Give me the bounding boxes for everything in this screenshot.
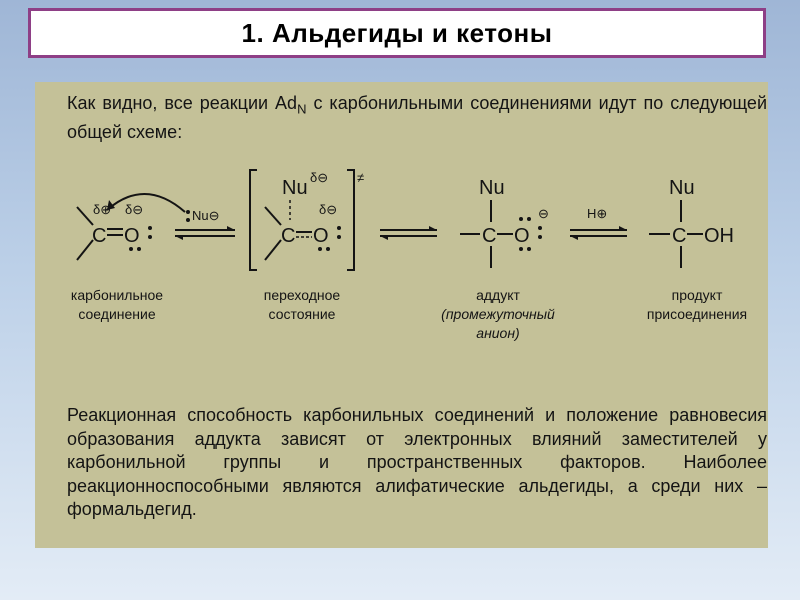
transition-mark: ≠ bbox=[357, 170, 364, 185]
adduct-oxygen: O bbox=[514, 225, 530, 247]
intro-paragraph: Как видно, все реакции AdN с карбонильны… bbox=[67, 92, 767, 145]
caption-adduct-1: аддукт bbox=[476, 287, 520, 303]
reaction-scheme: C O δ⊕ δ⊖ Nu⊖ ≠ Nu δ⊖ bbox=[71, 169, 747, 341]
ts-carbon: C bbox=[281, 225, 295, 247]
content-panel: Как видно, все реакции AdN с карбонильны… bbox=[35, 82, 768, 548]
caption-adduct-3: анион) bbox=[476, 325, 519, 341]
caption-product-2: присоединения bbox=[647, 306, 747, 322]
equilibrium-arrow-1 bbox=[175, 226, 235, 240]
title-box: 1. Альдегиды и кетоны bbox=[28, 8, 766, 58]
adduct-charge: ⊖ bbox=[538, 206, 549, 221]
product-carbon: C bbox=[672, 225, 686, 247]
product-hydroxyl: OH bbox=[704, 225, 734, 247]
ts-nucleophile: Nu bbox=[282, 177, 308, 199]
left-bracket bbox=[249, 169, 257, 271]
caption-carbonyl-1: карбонильное bbox=[71, 287, 163, 303]
product-nucleophile: Nu bbox=[669, 177, 695, 199]
adduct-carbon: C bbox=[482, 225, 496, 247]
equilibrium-arrow-2 bbox=[380, 226, 437, 240]
ts-oxygen: O bbox=[313, 225, 329, 247]
proton-label: H⊕ bbox=[587, 206, 607, 221]
transition-state: ≠ Nu δ⊖ C O δ⊖ bbox=[249, 169, 364, 271]
caption-product-1: продукт bbox=[672, 287, 723, 303]
caption-transition-2: состояние bbox=[269, 306, 336, 322]
slide-title: 1. Альдегиды и кетоны bbox=[241, 17, 553, 48]
intro-text: Как видно, все реакции Ad bbox=[67, 93, 298, 113]
intro-rest: с карбонильными соединениями идут по сле… bbox=[67, 93, 767, 143]
caption-adduct-2: (промежуточный bbox=[441, 306, 555, 322]
attack-arrow bbox=[106, 193, 186, 213]
carbon-atom-1: C bbox=[92, 225, 106, 247]
caption-carbonyl-2: соединение bbox=[78, 306, 155, 322]
ts-delta-o: δ⊖ bbox=[319, 202, 337, 217]
adduct: Nu C O ⊖ bbox=[460, 177, 549, 268]
adduct-nucleophile: Nu bbox=[479, 177, 505, 199]
right-bracket bbox=[347, 169, 355, 271]
ts-delta-nu: δ⊖ bbox=[310, 170, 328, 185]
carbonyl-compound: C O δ⊕ δ⊖ Nu⊖ bbox=[76, 193, 220, 261]
delta-minus-label: δ⊖ bbox=[125, 202, 143, 217]
intro-subscript: N bbox=[297, 101, 307, 117]
delta-plus-label: δ⊕ bbox=[93, 202, 111, 217]
nucleophile-label: Nu⊖ bbox=[192, 208, 220, 223]
equilibrium-arrow-3: H⊕ bbox=[570, 206, 627, 240]
product: Nu C OH bbox=[649, 177, 734, 268]
caption-transition-1: переходное bbox=[264, 287, 341, 303]
captions: карбонильное соединение переходное состо… bbox=[71, 287, 747, 341]
oxygen-atom-1: O bbox=[124, 225, 140, 247]
conclusion-paragraph: Реакционная способность карбонильных сое… bbox=[67, 405, 767, 519]
